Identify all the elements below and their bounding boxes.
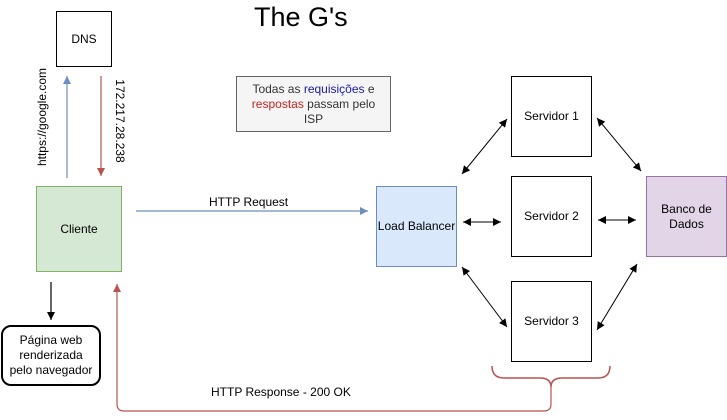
diagram-title: The G's bbox=[254, 2, 348, 32]
isp-note: Todas as requisições e respostas passam … bbox=[236, 76, 391, 132]
servers-brace bbox=[491, 365, 611, 388]
lb-servidor1-arrow bbox=[461, 118, 508, 175]
load-balancer-label: Load Balancer bbox=[377, 219, 456, 233]
response-ip-label: 172.217.28.238 bbox=[113, 79, 127, 163]
dns-label: DNS bbox=[71, 31, 97, 46]
servidor2-node: Servidor 2 bbox=[511, 176, 592, 257]
servidor1-node: Servidor 1 bbox=[511, 76, 592, 157]
isp-note-text: Todas as requisições e respostas passam … bbox=[241, 82, 386, 127]
load-balancer-node: Load Balancer bbox=[376, 186, 457, 267]
request-url-label: https://google.com bbox=[35, 67, 49, 167]
note-prefix: Todas as bbox=[252, 81, 304, 96]
note-mid: e bbox=[364, 81, 375, 96]
banco-node: Banco de Dados bbox=[646, 176, 727, 257]
http-request-label: HTTP Request bbox=[209, 195, 289, 209]
servidor3-node: Servidor 3 bbox=[511, 281, 592, 362]
http-response-label: HTTP Response - 200 OK bbox=[211, 385, 351, 399]
servidor2-label: Servidor 2 bbox=[524, 209, 579, 223]
pagina-label: Página web renderizada pelo navegador bbox=[9, 333, 93, 377]
banco-label: Banco de Dados bbox=[661, 201, 712, 231]
cliente-label: Cliente bbox=[60, 221, 98, 236]
lb-servidor3-arrow bbox=[461, 266, 508, 328]
http-response-arrow bbox=[113, 284, 552, 412]
note-suffix: passam pelo ISP bbox=[303, 96, 376, 126]
pagina-node: Página web renderizada pelo navegador bbox=[1, 325, 101, 386]
servidor1-banco-arrow bbox=[596, 117, 642, 172]
servidor1-label: Servidor 1 bbox=[524, 109, 579, 123]
servidor3-label: Servidor 3 bbox=[524, 314, 579, 328]
note-requisicoes: requisições bbox=[303, 81, 365, 96]
note-respostas: respostas bbox=[251, 96, 304, 111]
cliente-node: Cliente bbox=[36, 186, 122, 272]
servidor3-banco-arrow bbox=[596, 263, 638, 331]
dns-node: DNS bbox=[56, 11, 112, 67]
